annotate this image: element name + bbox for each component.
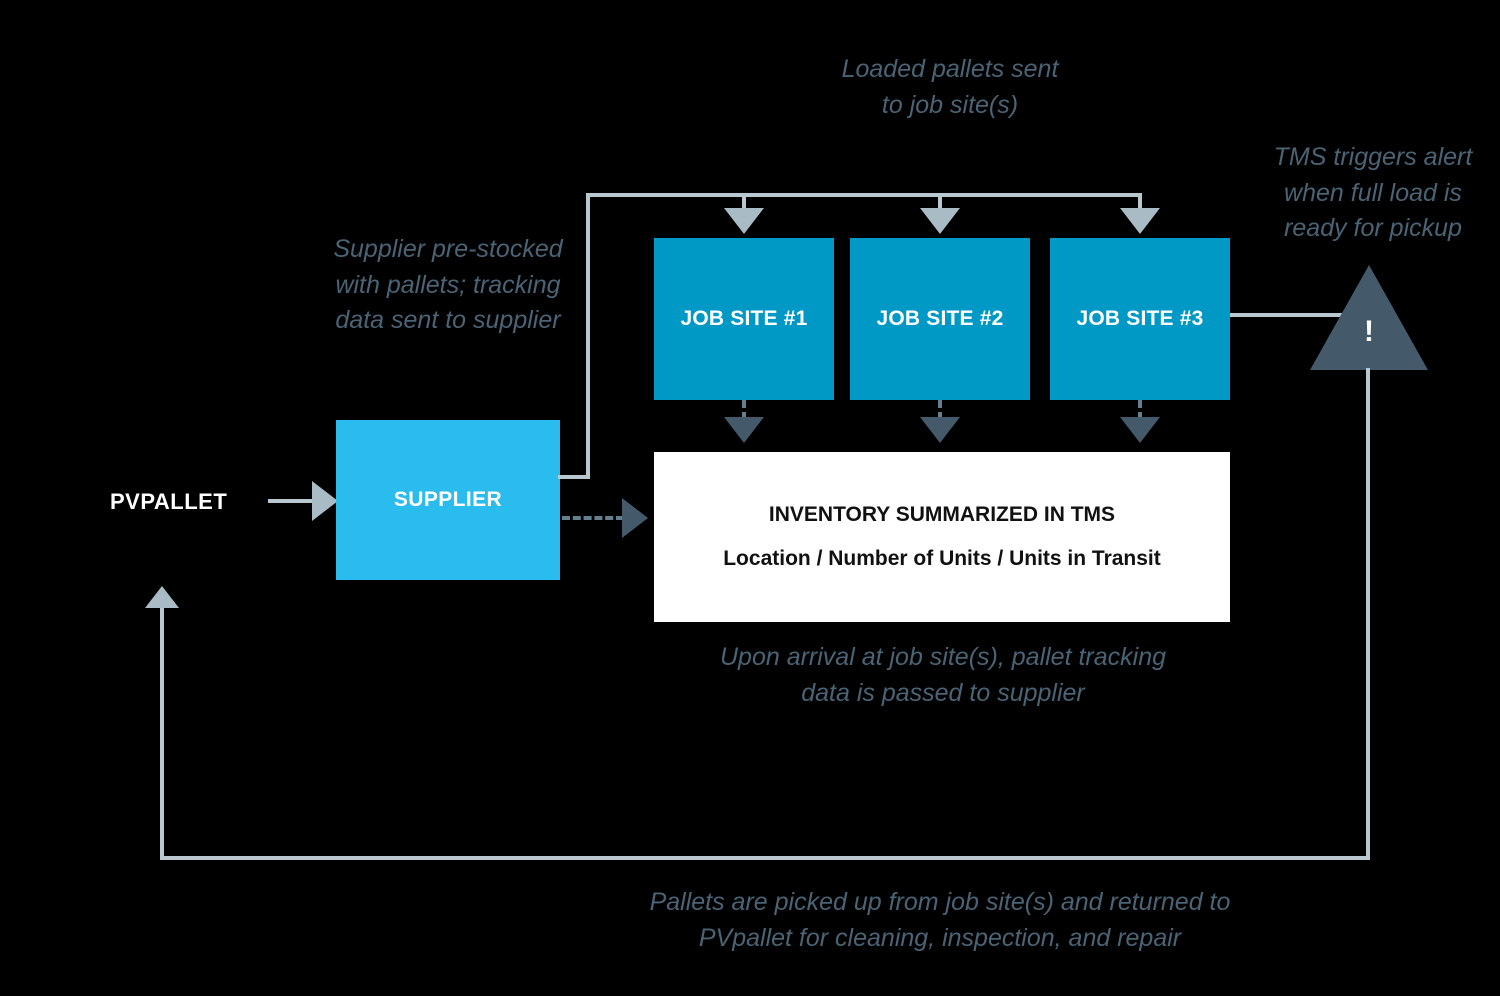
note-supplier-prestocked: Supplier pre-stocked with pallets; track… xyxy=(333,235,563,334)
pvpallet-source-label: PVPALLET xyxy=(110,489,228,514)
alert-trigger-line xyxy=(1230,313,1360,317)
arrow-tracking-into-inventory-2 xyxy=(920,417,960,443)
arrow-return-to-pvpallet xyxy=(145,586,179,608)
supplier-feed-vertical xyxy=(586,193,590,479)
alert-triangle-icon xyxy=(1310,265,1428,370)
tracking-dash-job-site-1 xyxy=(742,400,746,420)
return-path-right-vertical xyxy=(1366,368,1370,860)
job-site-box-2[interactable]: JOB SITE #2 xyxy=(850,238,1030,400)
return-path-left-vertical xyxy=(160,604,164,860)
alert-exclamation-label: ! xyxy=(1364,315,1374,348)
arrow-pvpallet-to-supplier xyxy=(312,481,338,521)
job-site-label-3: JOB SITE #3 xyxy=(1076,307,1204,330)
distribution-bus-line xyxy=(586,193,1142,197)
drop-line-job-site-3 xyxy=(1138,193,1142,219)
inventory-heading: INVENTORY SUMMARIZED IN TMS xyxy=(768,503,1116,526)
arrow-into-job-site-1 xyxy=(724,208,764,234)
note-pickup-return: Pallets are picked up from job site(s) a… xyxy=(649,888,1231,952)
arrow-into-job-site-2 xyxy=(920,208,960,234)
job-site-label-2: JOB SITE #2 xyxy=(876,307,1004,330)
job-site-box-3[interactable]: JOB SITE #3 xyxy=(1050,238,1230,400)
inventory-subheading: Location / Number of Units / Units in Tr… xyxy=(723,547,1161,570)
supplier-feed-horizontal xyxy=(558,475,590,479)
return-path-bottom-horizontal xyxy=(160,856,1370,860)
supplier-box[interactable]: SUPPLIER xyxy=(336,420,560,580)
tracking-dash-job-site-3 xyxy=(1138,400,1142,420)
drop-line-job-site-1 xyxy=(742,193,746,219)
arrow-tracking-into-inventory-3 xyxy=(1120,417,1160,443)
pvpallet-to-supplier-line xyxy=(268,499,316,503)
job-site-box-1[interactable]: JOB SITE #1 xyxy=(654,238,834,400)
arrow-tracking-into-inventory-1 xyxy=(724,417,764,443)
supplier-label: SUPPLIER xyxy=(393,488,503,511)
note-upon-arrival: Upon arrival at job site(s), pallet trac… xyxy=(719,643,1167,707)
tracking-dash-job-site-2 xyxy=(938,400,942,420)
arrow-into-job-site-3 xyxy=(1120,208,1160,234)
drop-line-job-site-2 xyxy=(938,193,942,219)
inventory-summary-box[interactable]: INVENTORY SUMMARIZED IN TMS Location / N… xyxy=(654,452,1230,622)
note-loaded-pallets: Loaded pallets sent to job site(s) xyxy=(841,55,1059,119)
arrow-supplier-to-inventory xyxy=(622,498,648,538)
note-tms-alert: TMS triggers alert when full load is rea… xyxy=(1273,143,1473,242)
supplier-to-inventory-dash xyxy=(562,516,624,520)
job-site-label-1: JOB SITE #1 xyxy=(680,307,808,330)
